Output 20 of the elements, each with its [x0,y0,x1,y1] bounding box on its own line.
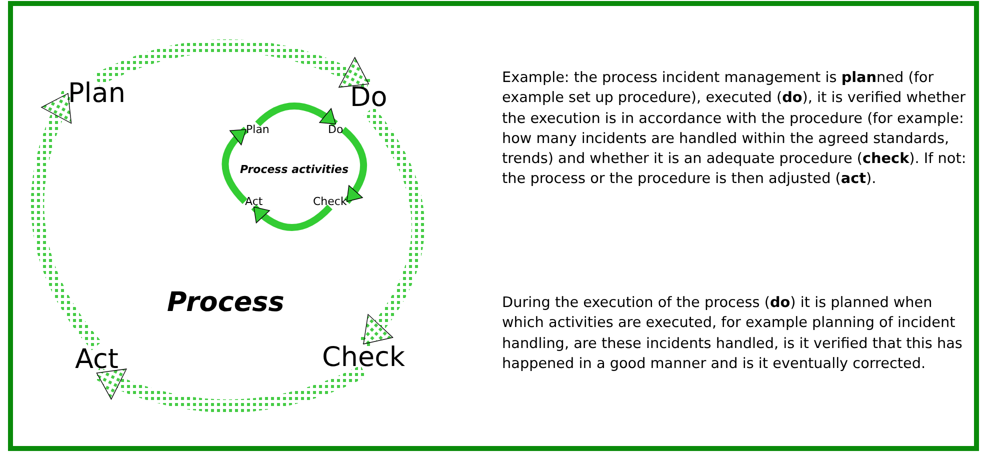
description-text: Example: the process incident management is planned (for example set up procedure), executed (do), it is verified whether the execution is in accordance with the procedure (for example: how many incidents are handled within the agreed standards, trends) and whether it is an adequate procedure (check). If not: the process or the procedure is then adjusted (act). [502,69,968,190]
cycle-title: Process [167,287,284,318]
activity-label: Check [313,196,347,207]
stage-label: Act [75,346,118,373]
stage-label: Plan [68,80,126,107]
cycle-arrow [251,204,332,231]
cycle-arrow [222,126,248,204]
cycle-arrow [255,102,338,127]
activity-label: Plan [246,124,270,135]
cycle-arrow [340,126,367,204]
stage-label: Do [350,84,388,111]
cycle-arrow [94,40,372,90]
cycle-arrow [31,90,102,350]
stage-label: Check [322,344,406,371]
cycle-title: Process activities [240,163,349,176]
activity-label: Act [245,196,263,207]
description-text: During the execution of the process (do) it is planned when which activities are executed, for example planning of incident handling, are these incidents handled, is it verified that this has happened in a good manner and is it eventually corrected. [502,294,964,374]
cycle-arrow [94,365,366,412]
cycle-arrow [358,107,424,348]
activity-label: Do [328,124,344,135]
